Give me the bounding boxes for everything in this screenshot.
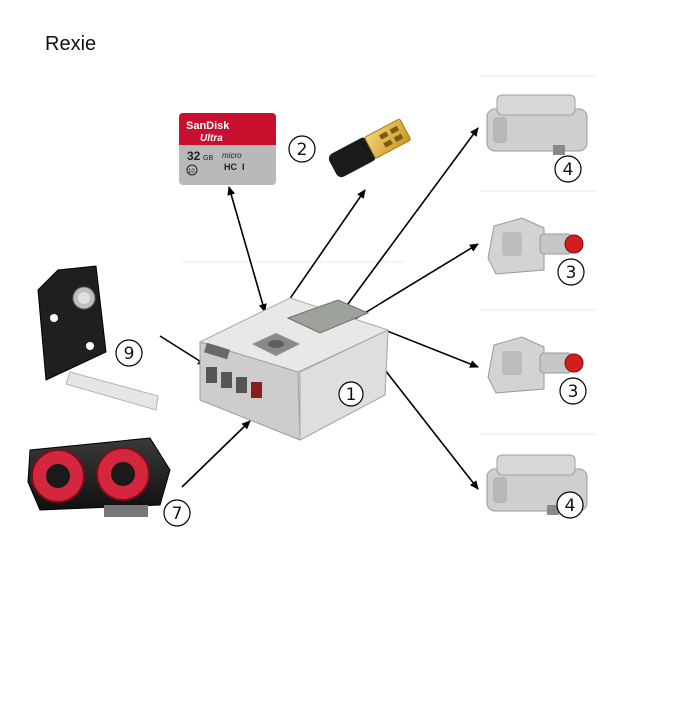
label-motor-top-text: 4 <box>563 160 574 180</box>
micro-sd-card-icon: SanDisk Ultra 32 GB micro HC I 10 <box>179 113 276 185</box>
label-motor-lower: 3 <box>559 377 587 405</box>
sd-hc-mark: HC <box>224 162 237 172</box>
sd-card-type: micro <box>222 151 242 160</box>
label-brick-text: 1 <box>346 385 357 405</box>
sensor-port-3 <box>236 377 247 393</box>
medium-motor-icon <box>487 217 584 275</box>
label-motor-lower-text: 3 <box>568 382 579 402</box>
touch-sensor-icon <box>37 265 159 411</box>
label-brick: 1 <box>338 381 364 407</box>
arrow-brick-motor-top <box>341 127 479 313</box>
sd-capacity: 32 <box>187 149 201 163</box>
label-motor-bottom-text: 4 <box>565 496 576 516</box>
number-labels: 1 2 4 3 3 4 9 7 <box>115 135 587 527</box>
sd-class-mark: I <box>242 162 245 172</box>
sensor-port-4 <box>251 382 262 398</box>
label-ultrasonic: 7 <box>163 499 191 527</box>
label-motor-upper: 3 <box>557 258 585 286</box>
label-motor-top: 4 <box>554 155 582 183</box>
connection-arrows <box>159 127 479 490</box>
arrow-brick-sdcard <box>227 186 267 313</box>
arrow-touch-to-brick <box>159 335 207 366</box>
label-sd-text: 2 <box>297 140 308 160</box>
label-touch: 9 <box>115 339 143 367</box>
brick-screen <box>286 299 370 334</box>
large-motor-icon <box>486 94 588 155</box>
label-motor-bottom: 4 <box>556 491 584 519</box>
ultrasonic-sensor-icon <box>27 437 171 517</box>
sensor-connector <box>104 505 148 517</box>
sd-speed-class: 10 <box>188 169 195 175</box>
sd-capacity-unit: GB <box>203 155 213 162</box>
medium-motor-icon <box>487 336 584 394</box>
sd-label-band <box>179 113 276 145</box>
arrow-brick-motor-upper <box>349 243 479 323</box>
sensor-port-1 <box>206 367 217 383</box>
label-sd: 2 <box>288 135 316 163</box>
label-touch-text: 9 <box>124 344 135 364</box>
sensor-cable <box>65 371 159 411</box>
arrow-brick-motor-bottom <box>384 369 479 490</box>
sd-product: Ultra <box>200 133 223 144</box>
arrow-brick-wifi <box>279 189 366 314</box>
ev3-brick-icon <box>198 297 390 441</box>
usb-wifi-dongle-icon <box>328 118 411 178</box>
label-ultrasonic-text: 7 <box>172 504 183 524</box>
arrow-ultrasonic-to-brick <box>181 420 251 488</box>
diagram-title: Rexie <box>45 33 97 55</box>
label-motor-upper-text: 3 <box>566 263 577 283</box>
arrow-brick-motor-lower <box>371 324 479 368</box>
sd-brand: SanDisk <box>186 120 230 132</box>
sensor-port-2 <box>221 372 232 388</box>
